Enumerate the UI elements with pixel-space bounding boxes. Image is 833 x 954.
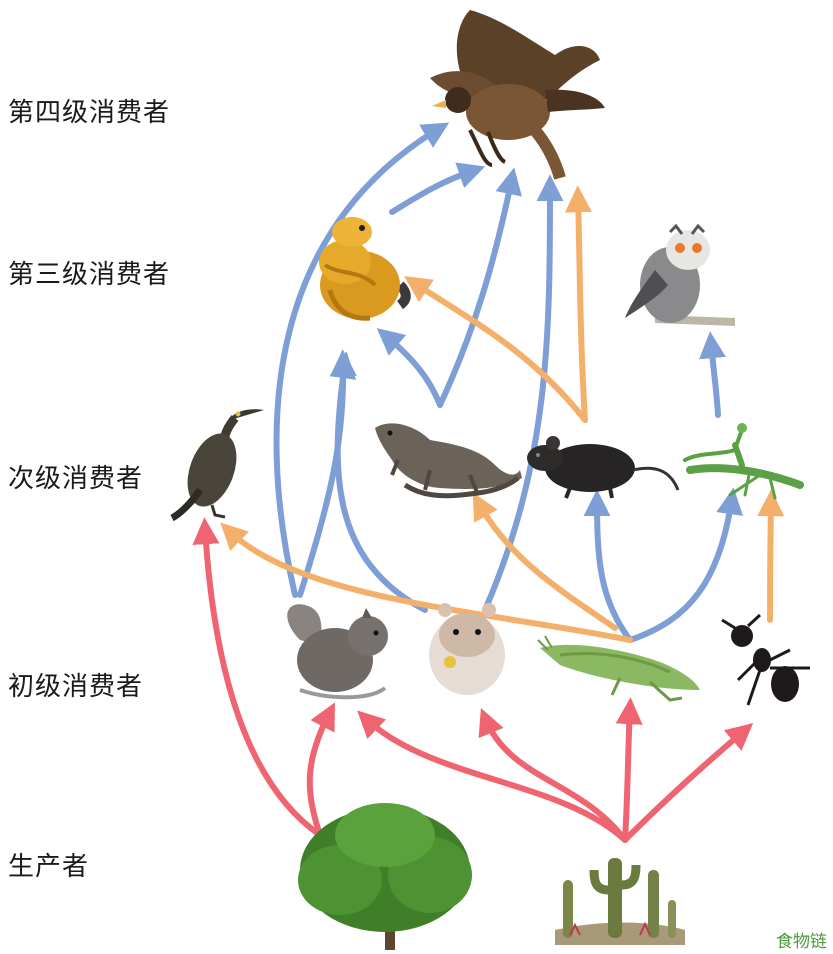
arrow-ant-mantis [770, 500, 771, 620]
grasshopper-icon [538, 636, 700, 700]
arrow-mantis-owl [711, 342, 718, 415]
arrow-hamster-snake [338, 362, 425, 610]
arrow-lizard-snake [385, 335, 440, 405]
ant-icon [722, 615, 810, 705]
eagle-icon [430, 10, 605, 178]
rat-icon [527, 436, 678, 498]
arrow-cactus-ant [625, 730, 745, 840]
arrow-lizard-eagle [440, 178, 512, 405]
arrows-blue [277, 128, 732, 640]
arrow-snake-eagle [392, 170, 475, 212]
cactus-icon [555, 858, 685, 945]
mantis-icon [685, 423, 800, 498]
tree-icon [298, 803, 472, 950]
squirrel-icon [287, 604, 388, 697]
arrow-rat-eagle [578, 196, 585, 420]
cormorant-icon [172, 409, 264, 518]
owl-icon [625, 226, 735, 326]
arrow-grasshopper-mantis [630, 498, 732, 640]
arrow-tree-squirrel [310, 712, 330, 835]
lizard-icon [375, 423, 522, 495]
snake-icon [319, 217, 406, 319]
arrow-cactus-grasshopper [625, 708, 630, 840]
